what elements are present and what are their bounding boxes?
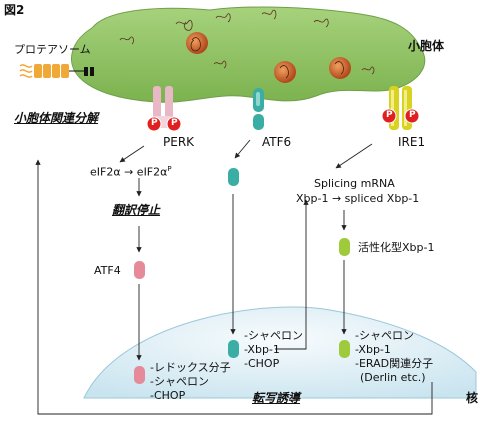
- xbp1-splice-label: Xbp-1 → spliced Xbp-1: [296, 192, 420, 205]
- active-xbp1-label: 活性化型Xbp-1: [358, 241, 435, 254]
- atf6-cytosolic-icon: [228, 168, 239, 186]
- xbp1-target-3: -ERAD関連分子: [355, 357, 434, 370]
- ire1-phospho-mark-1: P: [386, 110, 393, 120]
- atf4-target-3: -CHOP: [150, 389, 186, 402]
- unfolded-protein-squiggles: [119, 9, 375, 75]
- atf6-target-3: -CHOP: [244, 357, 280, 370]
- perk-phospho-icon: [146, 116, 182, 132]
- ire1-phospho-mark-2: P: [409, 110, 416, 120]
- translation-stop-label: 翻訳停止: [112, 203, 161, 217]
- proteasome-icon: [19, 64, 94, 78]
- atf6-protein: [253, 88, 264, 130]
- xbp1-active-icon: [339, 238, 350, 256]
- xbp1-target-1: -シャペロン: [355, 329, 414, 342]
- er-label: 小胞体: [408, 39, 445, 53]
- ire1-protein: [389, 86, 412, 130]
- perk-phospho-mark-2: P: [171, 118, 178, 128]
- pathway-arrows: [35, 139, 433, 415]
- ire1-phospho-icon: [381, 108, 420, 124]
- xbp1-target-2: -Xbp-1: [355, 343, 391, 356]
- er-degradation-label: 小胞体関連分解: [14, 111, 99, 125]
- atf6-nuclear-icon: [228, 340, 239, 358]
- er-membrane: [71, 6, 426, 103]
- nucleus-label: 核: [466, 391, 479, 405]
- nucleus-shape: [83, 306, 477, 399]
- eif2a-phospho-sup: P: [167, 165, 172, 173]
- atf4-icon: [134, 261, 145, 279]
- perk-phospho-mark-1: P: [151, 118, 158, 128]
- atf4-target-2: -シャペロン: [150, 375, 209, 388]
- figure-label: 図2: [4, 3, 25, 17]
- eif2a-text: eIF2α → eIF2αP: [90, 166, 172, 178]
- atf4-nuclear-icon: [134, 366, 145, 384]
- atf6-target-1: -シャペロン: [244, 329, 303, 342]
- atf4-label: ATF4: [94, 264, 121, 277]
- proteasome-label: プロテアソーム: [14, 43, 91, 56]
- perk-label: PERK: [163, 135, 195, 149]
- transcription-induction-label: 転写誘導: [252, 391, 301, 405]
- xbp1-nuclear-icon: [339, 340, 350, 358]
- atf4-target-1: -レドックス分子: [150, 361, 231, 374]
- ribosomes: [186, 32, 351, 83]
- atf6-label: ATF6: [262, 135, 292, 149]
- ire1-label: IRE1: [398, 135, 426, 149]
- atf6-target-2: -Xbp-1: [244, 343, 280, 356]
- splicing-label: Splicing mRNA: [314, 177, 395, 190]
- eif2a-main: eIF2α → eIF2α: [90, 165, 168, 179]
- xbp1-target-4: (Derlin etc.): [360, 371, 426, 384]
